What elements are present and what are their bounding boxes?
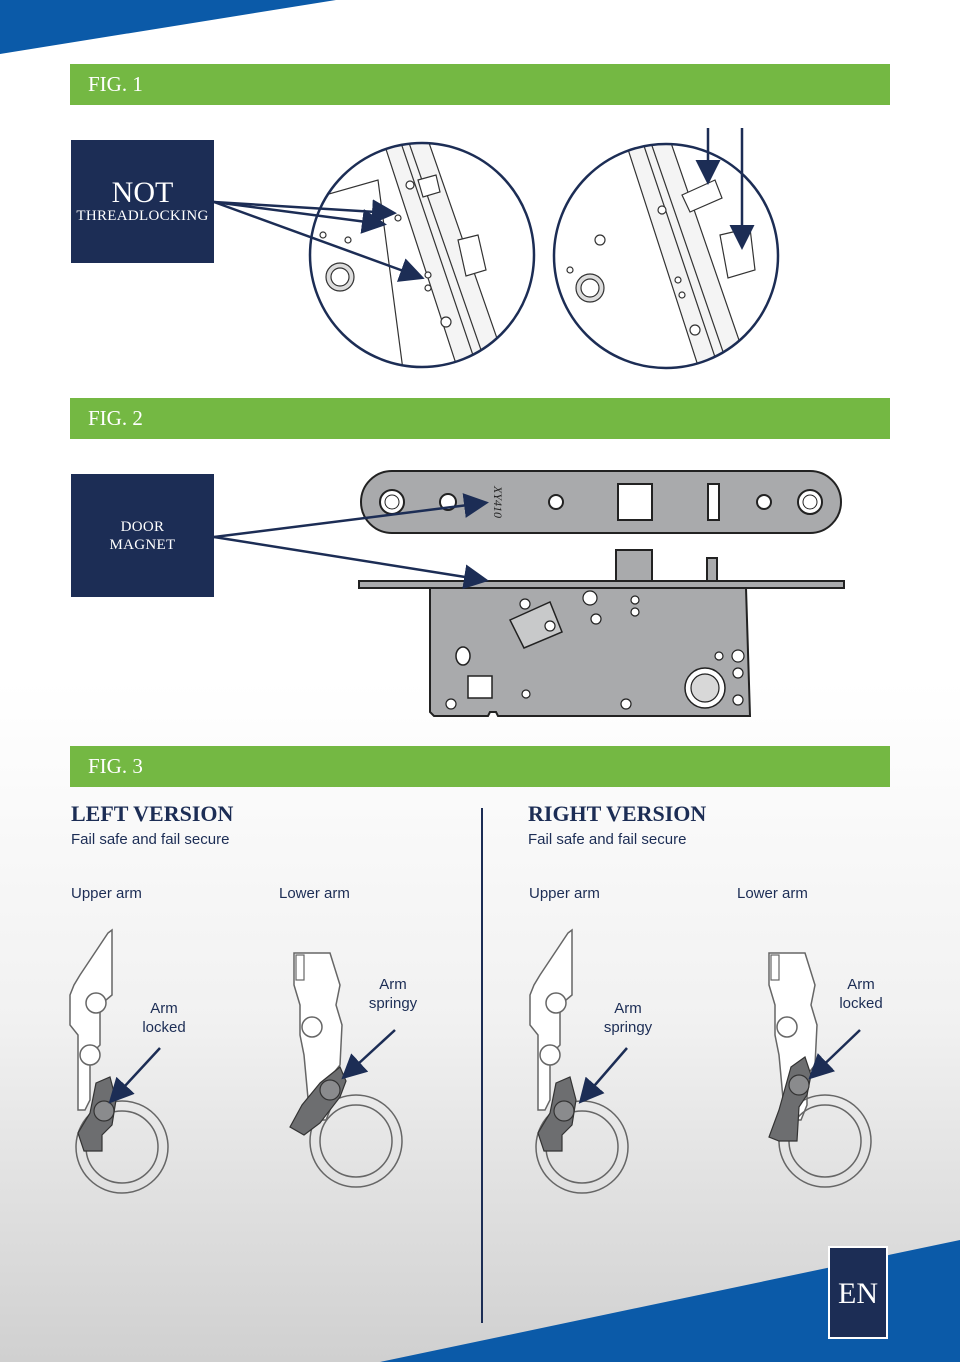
callout-line2: locked	[839, 995, 883, 1012]
right-upper-arm-illustration	[529, 928, 629, 1194]
callout-line2: locked	[142, 1019, 186, 1036]
left-upper-callout: Arm locked	[124, 999, 204, 1037]
fig2-header: FIG. 2	[70, 398, 890, 439]
version-divider	[481, 808, 483, 1323]
left-version-subtitle: Fail safe and fail secure	[71, 831, 230, 848]
not-threadlocking-box: NOT THREADLOCKING	[71, 140, 214, 263]
left-version-title: LEFT VERSION	[71, 801, 234, 826]
threadlocking-text: THREADLOCKING	[76, 207, 209, 224]
faceplate-mark: XY410	[491, 485, 505, 518]
fig3-arrows	[108, 1029, 861, 1104]
fig1-lock-detail-left	[308, 141, 536, 369]
left-lower-callout: Arm springy	[353, 975, 433, 1013]
left-lower-arm-label: Lower arm	[279, 885, 350, 902]
callout-line2: springy	[603, 1019, 653, 1036]
fig2-arrows	[213, 493, 489, 590]
language-badge-text: EN	[838, 1277, 878, 1310]
fig1-header: FIG. 1	[70, 64, 890, 105]
callout-line1: Arm	[379, 976, 407, 993]
callout-line1: Arm	[150, 1000, 178, 1017]
right-version-subtitle: Fail safe and fail secure	[528, 831, 687, 848]
fig1-lock-detail-right	[552, 142, 780, 370]
bottom-corner-stripe	[380, 1240, 960, 1362]
fig3-label: FIG. 3	[88, 754, 143, 778]
fig1-label: FIG. 1	[88, 72, 143, 96]
fig3-header: FIG. 3	[70, 746, 890, 787]
language-badge: EN	[828, 1246, 888, 1339]
right-upper-callout: Arm springy	[588, 999, 668, 1037]
fig1-arrows	[213, 128, 755, 282]
right-upper-arm-label: Upper arm	[529, 885, 600, 902]
left-lower-arm-illustration	[289, 952, 403, 1188]
door-text: DOOR	[120, 518, 165, 535]
right-lower-arm-illustration	[768, 952, 872, 1188]
right-lower-arm-label: Lower arm	[737, 885, 808, 902]
callout-line2: springy	[368, 995, 418, 1012]
left-upper-arm-illustration	[69, 928, 169, 1194]
callout-line1: Arm	[847, 976, 875, 993]
right-version-title: RIGHT VERSION	[528, 801, 707, 826]
magnet-text: MAGNET	[109, 536, 176, 553]
lock-body-illustration	[358, 549, 845, 717]
right-lower-callout: Arm locked	[821, 975, 901, 1013]
fig2-label: FIG. 2	[88, 406, 143, 430]
callout-line1: Arm	[614, 1000, 642, 1017]
not-text: NOT	[111, 175, 174, 209]
door-magnet-box: DOOR MAGNET	[71, 474, 214, 597]
top-corner-stripe	[0, 0, 336, 54]
left-upper-arm-label: Upper arm	[71, 885, 142, 902]
